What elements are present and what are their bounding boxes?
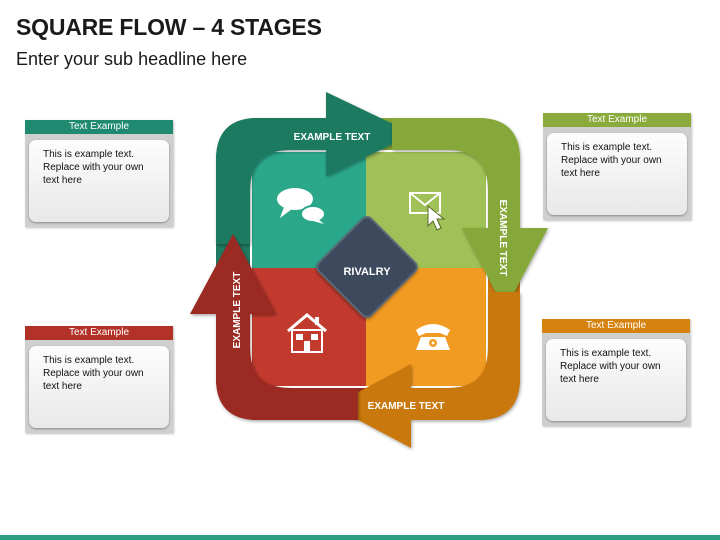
center-diamond — [316, 216, 418, 318]
arrow-bottom-label: EXAMPLE TEXT — [368, 401, 445, 412]
text-card-bottom-left: Text Example This is example text. Repla… — [25, 326, 173, 433]
text-card-bottom-right: Text Example This is example text. Repla… — [542, 319, 690, 426]
arrow-left — [190, 234, 358, 420]
text-card-top-left: Text Example This is example text. Repla… — [25, 120, 173, 227]
telephone-icon — [416, 324, 450, 350]
card-body: This is example text. Replace with your … — [29, 140, 169, 222]
arrow-left-label: EXAMPLE TEXT — [232, 272, 243, 349]
card-header: Text Example — [542, 319, 690, 333]
card-text: This is example text. Replace with your … — [43, 149, 144, 186]
arrow-right-label: EXAMPLE TEXT — [497, 200, 508, 277]
center-label: RIVALRY — [343, 266, 391, 278]
page-subtitle: Enter your sub headline here — [16, 49, 248, 69]
inner-quadrant-red — [252, 268, 366, 386]
card-text: This is example text. Replace with your … — [560, 348, 661, 385]
arrow-top-label: EXAMPLE TEXT — [294, 132, 371, 143]
card-text: This is example text. Replace with your … — [561, 142, 662, 179]
card-header: Text Example — [543, 113, 691, 127]
card-header: Text Example — [25, 120, 173, 134]
text-card-top-right: Text Example This is example text. Repla… — [543, 113, 691, 220]
envelope-cursor-icon — [409, 192, 446, 231]
card-header: Text Example — [25, 326, 173, 340]
card-body: This is example text. Replace with your … — [29, 346, 169, 428]
arrow-right — [392, 118, 548, 310]
house-icon — [287, 313, 327, 353]
arrow-top — [216, 92, 414, 244]
card-text: This is example text. Replace with your … — [43, 355, 144, 392]
page-title: SQUARE FLOW – 4 STAGES — [16, 14, 322, 40]
chat-bubbles-icon — [277, 188, 326, 224]
card-body: This is example text. Replace with your … — [546, 339, 686, 421]
inner-quadrant-lime — [366, 152, 486, 268]
arrow-bottom — [332, 292, 520, 448]
bottom-accent-bar — [0, 535, 720, 540]
card-body: This is example text. Replace with your … — [547, 133, 687, 215]
